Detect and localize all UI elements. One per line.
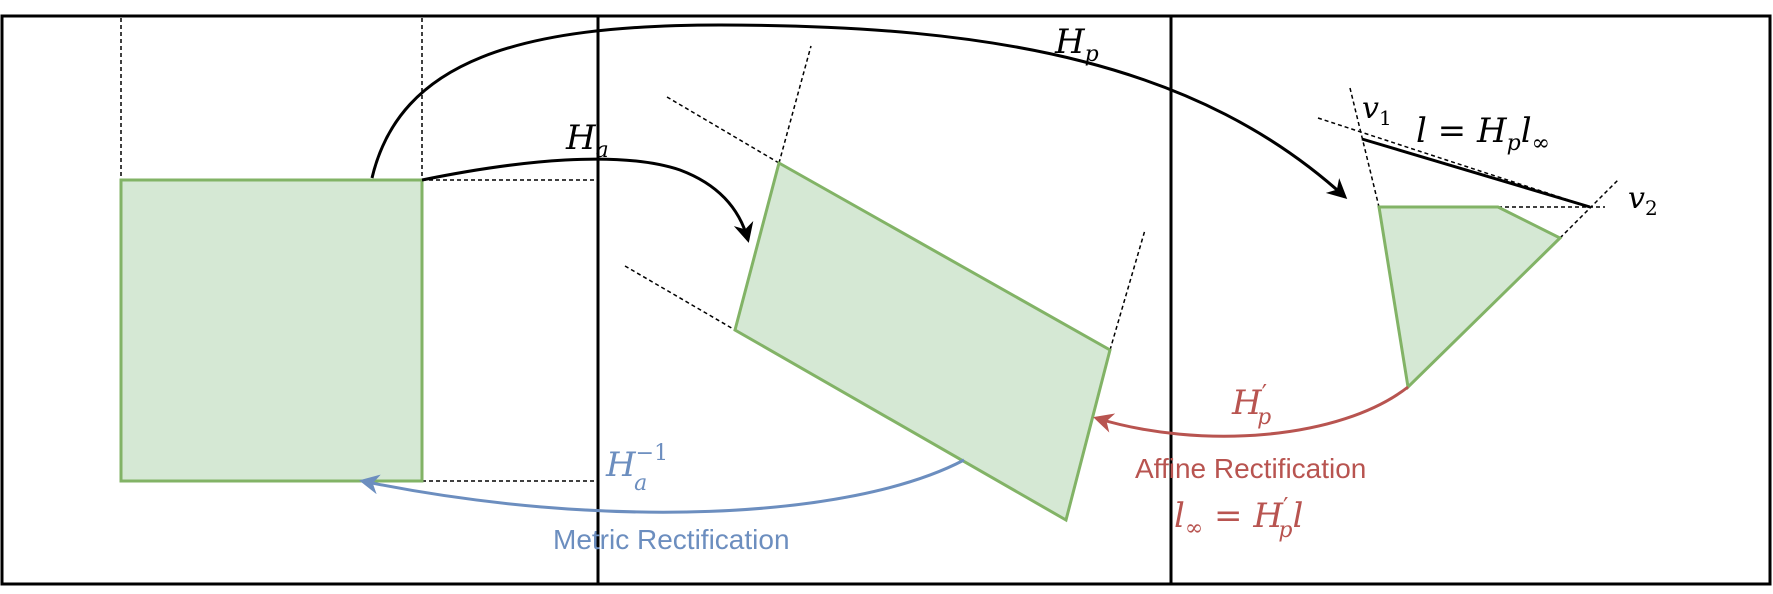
ha-inverse-arrow [359,458,965,514]
hp-label: Hp [1054,22,1099,67]
affine-equation: l∞ = H′pl [1174,493,1303,543]
line-equation: l = Hpl∞ [1416,111,1550,156]
ha-arrow [421,157,754,243]
guide-line [1109,229,1146,351]
metric-rectification-label: Metric Rectification [553,524,790,555]
projective-quadrilateral [1377,205,1563,391]
hp-prime-label: H′p [1231,380,1271,430]
guide-line [624,265,736,331]
outer-frame [0,14,1772,586]
hp-prime-arrow [1093,385,1409,438]
v2-label: v2 [1628,181,1658,220]
vanishing-line [1361,137,1591,209]
guide-line [1559,179,1619,239]
guide-line [666,96,780,164]
guide-line [778,45,812,164]
hp-arrow [370,23,1348,200]
ha-label: Ha [565,118,609,163]
metric-square [119,178,424,483]
v1-label: v1 [1362,91,1392,130]
affine-rectification-label: Affine Rectification [1135,453,1366,484]
affine-parallelogram [733,160,1112,523]
